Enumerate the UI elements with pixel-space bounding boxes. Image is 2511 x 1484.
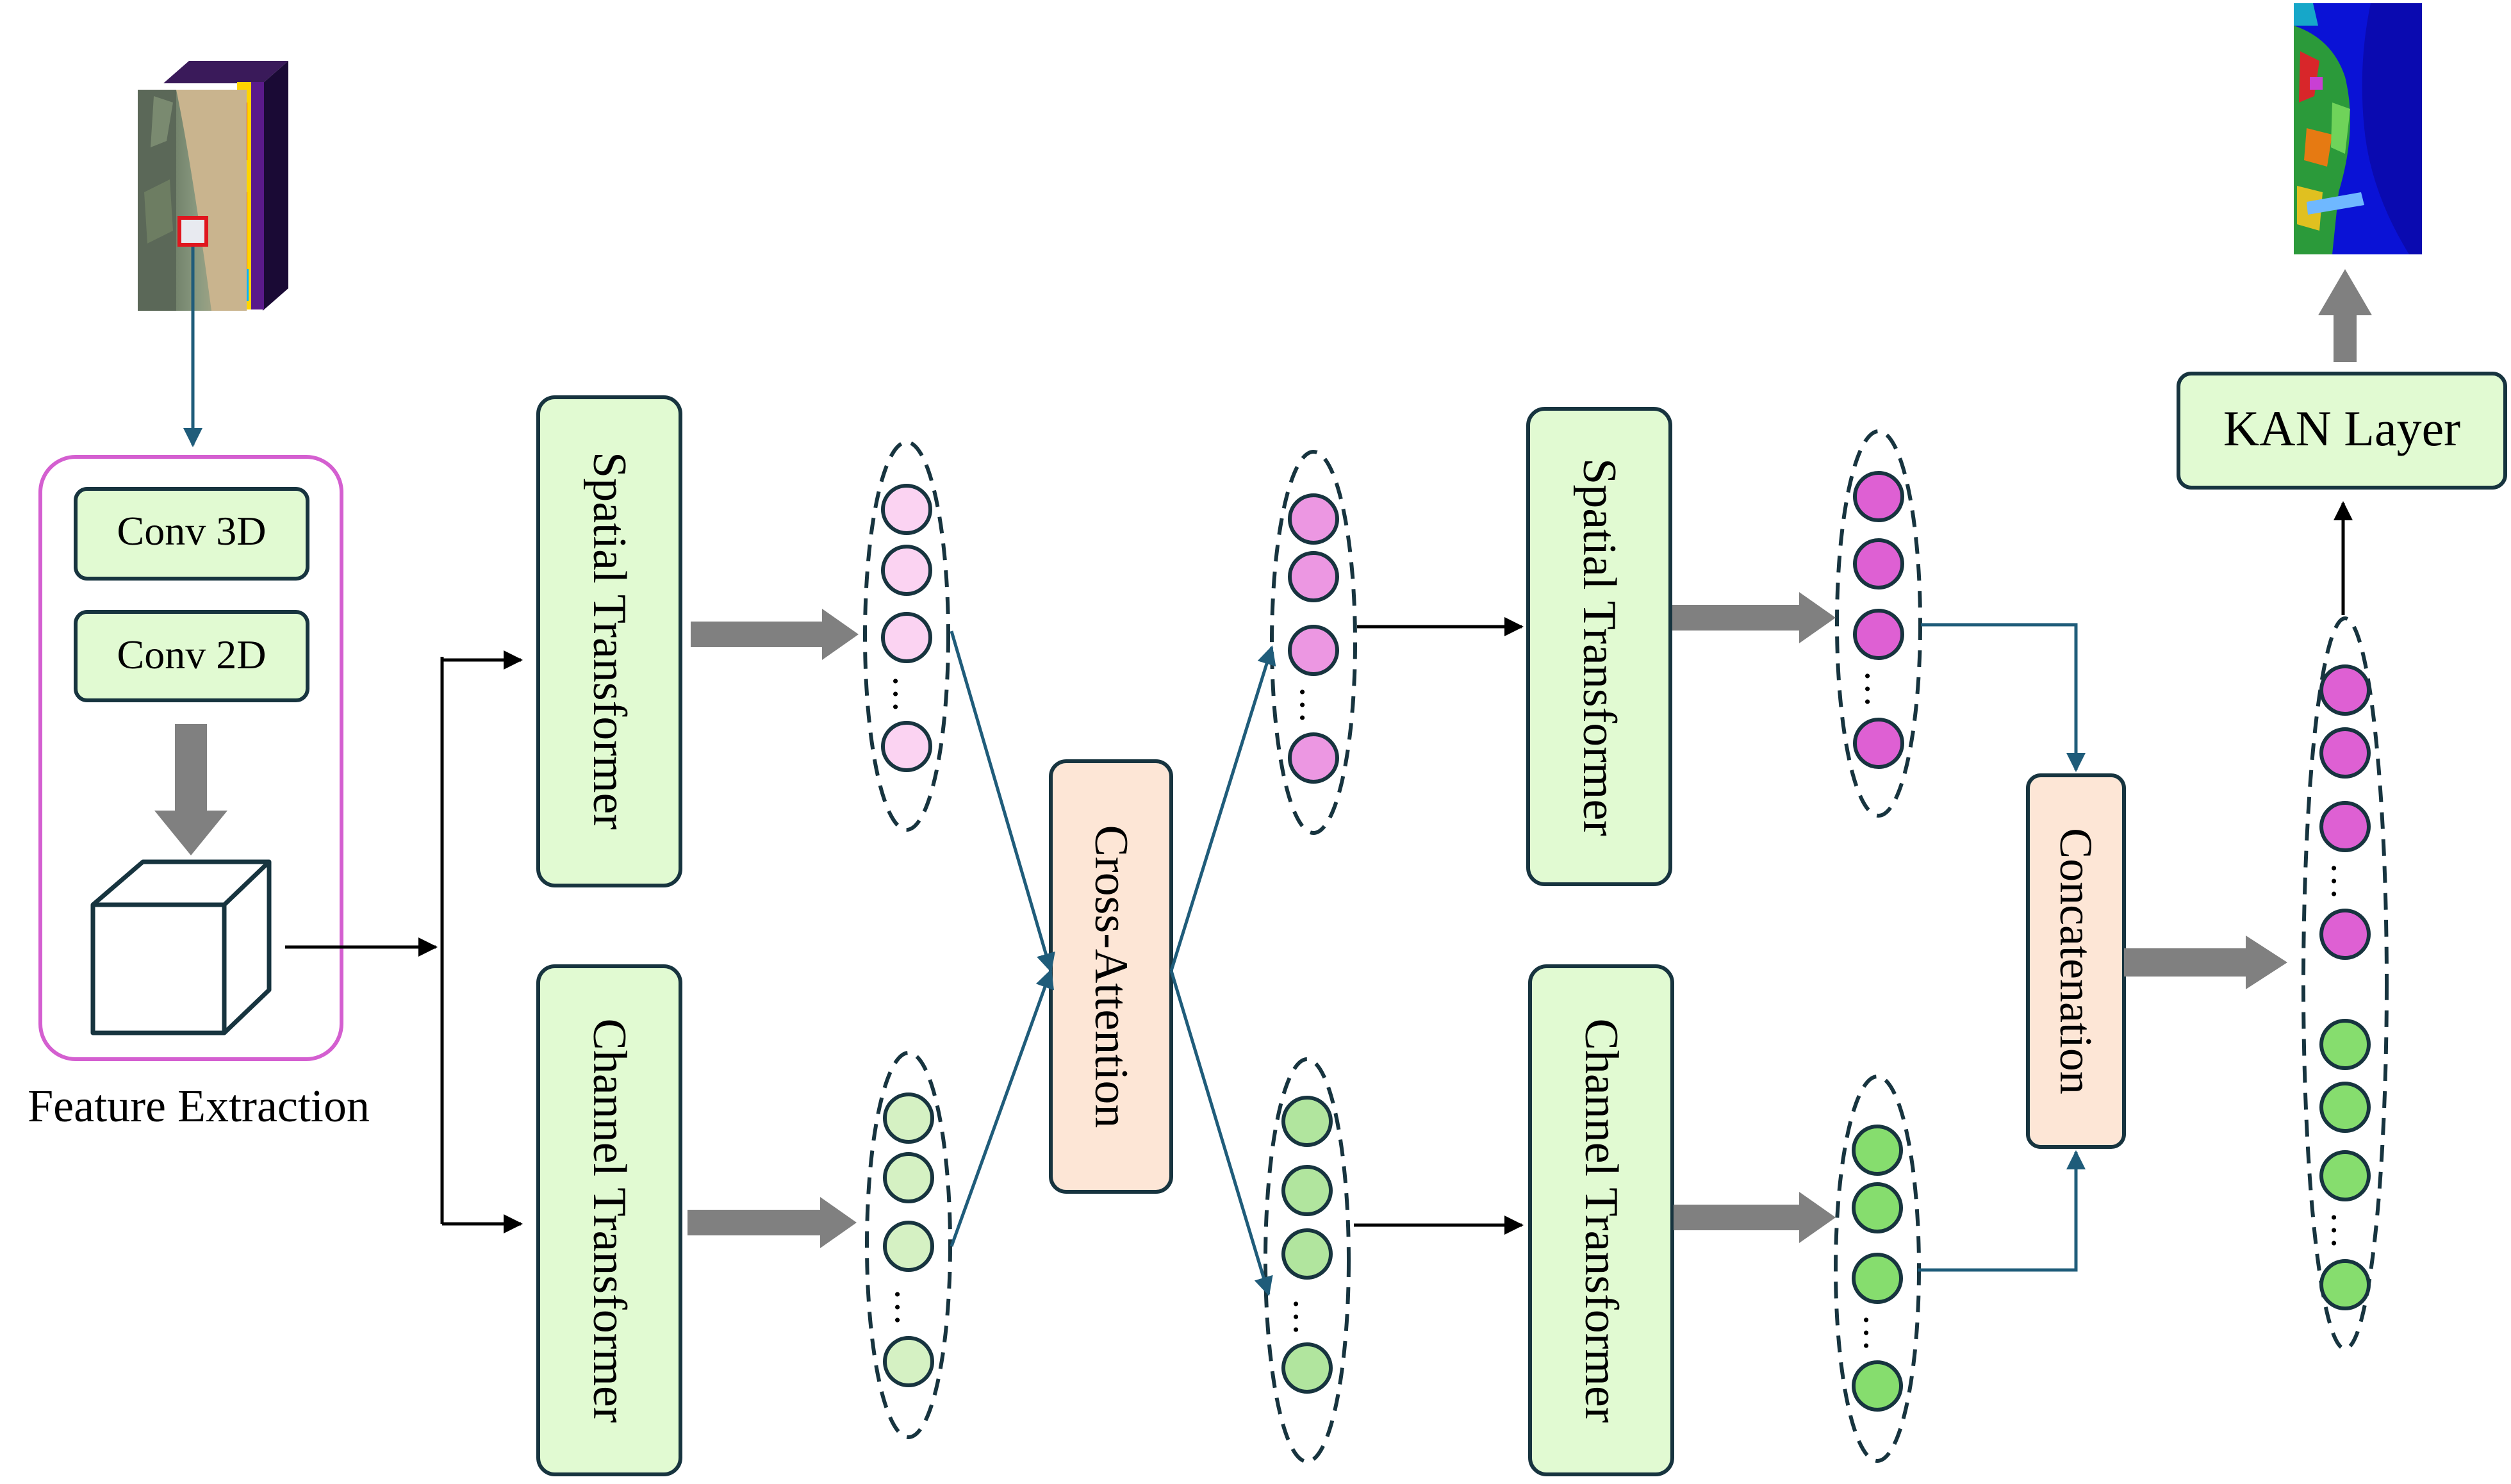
token-node: [1852, 1182, 1903, 1233]
concatenation-box: Concatenation: [2026, 773, 2126, 1149]
concatenation-to-output-arrow: [2124, 936, 2287, 989]
token-node: [1853, 471, 1904, 522]
token-node: [883, 1092, 934, 1144]
conv-to-cube-arrow: [154, 724, 227, 855]
green-tokens-to-concatenation: [1918, 1150, 2086, 1272]
channel2-to-tokens-arrow: [1674, 1192, 1836, 1243]
token-node: [1288, 493, 1339, 545]
token-ellipsis: …: [1856, 1314, 1898, 1352]
tokens-spatial-3: …: [1835, 429, 1922, 818]
token-node: [881, 721, 932, 772]
green-tokens-to-cross-attention: [950, 969, 1054, 1247]
token-node: [2319, 727, 2371, 779]
token-columns: ……………………: [863, 429, 2389, 1463]
token-ellipsis: …: [2324, 862, 2366, 900]
token-node: [1288, 625, 1339, 676]
tokens-concatenated: [2301, 616, 2389, 1351]
kan-layer-box: KAN Layer: [2177, 372, 2507, 490]
tokens-spatial-2: …: [1270, 450, 1357, 835]
token-ellipsis: …: [2324, 1211, 2366, 1249]
hyperspectral-cube-image: [138, 61, 288, 311]
tokens-channel-1: …: [865, 1051, 952, 1439]
output-token-nodes: ……: [2319, 664, 2371, 1310]
token-node: [881, 545, 932, 596]
token-ellipsis: …: [1286, 1298, 1328, 1336]
token-node: [883, 1152, 934, 1203]
token-node: [2319, 664, 2371, 716]
tokens-spatial-1: …: [863, 440, 950, 832]
pink-tokens-to-concatenation: [1921, 623, 2086, 772]
kan-layer-label: KAN Layer: [2223, 400, 2460, 456]
conv2d-label: Conv 2D: [117, 632, 267, 677]
token-node: [1281, 1096, 1333, 1147]
tokens-spatial-2-frame: [1270, 450, 1357, 835]
token-node: [1281, 1228, 1333, 1280]
token-node: [2319, 801, 2371, 852]
conv3d-label: Conv 3D: [117, 508, 267, 554]
spatial-transformer-1: Spatial Transformer: [536, 395, 682, 887]
cross-attention-to-green-tokens: [1169, 970, 1273, 1296]
pink-tokens-to-cross-attention: [950, 631, 1055, 973]
token-node: [1288, 551, 1339, 602]
token-node: [1853, 609, 1904, 660]
token-ellipsis: …: [885, 675, 928, 713]
cross-attention-label: Cross-Attention: [1085, 825, 1137, 1128]
tokens-spatial-1-frame: [863, 440, 950, 832]
token-node: [881, 612, 932, 663]
cross-attention-to-pink-tokens: [1169, 645, 1276, 971]
token-node: [2319, 1150, 2371, 1201]
token-node: [881, 484, 932, 535]
tokens-concatenated-frame: [2301, 616, 2389, 1351]
tokens-channel-2: …: [1264, 1057, 1351, 1463]
token-node: [883, 1221, 934, 1272]
token-node: [1853, 538, 1904, 589]
tokens-spatial-3-frame: [1835, 429, 1922, 818]
channel-transformer-1: Channel Transformer: [536, 964, 682, 1476]
concatenation-label: Concatenation: [2050, 828, 2102, 1094]
token-node: [1281, 1165, 1333, 1216]
channel-transformer-2: Channel Transformer: [1528, 964, 1674, 1476]
feature-extraction-label: Feature Extraction: [28, 1080, 370, 1132]
tokens-channel-3: …: [1834, 1075, 1921, 1463]
feature-cube-icon: [90, 859, 272, 1035]
spatial-transformer-1-label: Spatial Transformer: [583, 452, 636, 830]
token-node: [2319, 1082, 2371, 1133]
token-node: [1288, 732, 1339, 784]
token-node: [1853, 718, 1904, 769]
spatial1-to-tokens-arrow: [691, 609, 859, 660]
token-node: [1852, 1360, 1903, 1412]
conv3d-box: Conv 3D: [74, 487, 309, 581]
cross-attention-box: Cross-Attention: [1049, 759, 1173, 1194]
conv2d-box: Conv 2D: [74, 610, 309, 702]
kan-to-map-arrow: [2318, 269, 2372, 362]
channel1-to-tokens-arrow: [687, 1197, 857, 1248]
tokens-channel-1-frame: [865, 1051, 952, 1439]
channel-transformer-1-label: Channel Transformer: [583, 1019, 636, 1423]
spatial2-to-tokens-arrow: [1672, 592, 1836, 643]
feature-extraction-frame: [38, 455, 343, 1061]
classification-map-image: [2294, 3, 2422, 254]
token-node: [2319, 1019, 2371, 1070]
tokens-channel-2-frame: [1264, 1057, 1351, 1463]
token-node: [1852, 1125, 1903, 1176]
spatial-transformer-2: Spatial Transformer: [1526, 407, 1672, 886]
token-node: [883, 1336, 934, 1387]
token-node: [2319, 1259, 2371, 1310]
token-node: [1281, 1342, 1333, 1394]
token-ellipsis: …: [1857, 670, 1900, 708]
spatial-transformer-2-label: Spatial Transformer: [1573, 458, 1626, 836]
token-ellipsis: …: [887, 1288, 930, 1326]
token-node: [2319, 909, 2371, 960]
channel-transformer-2-label: Channel Transformer: [1575, 1019, 1627, 1423]
token-ellipsis: …: [1292, 686, 1335, 724]
token-node: [1852, 1253, 1903, 1304]
